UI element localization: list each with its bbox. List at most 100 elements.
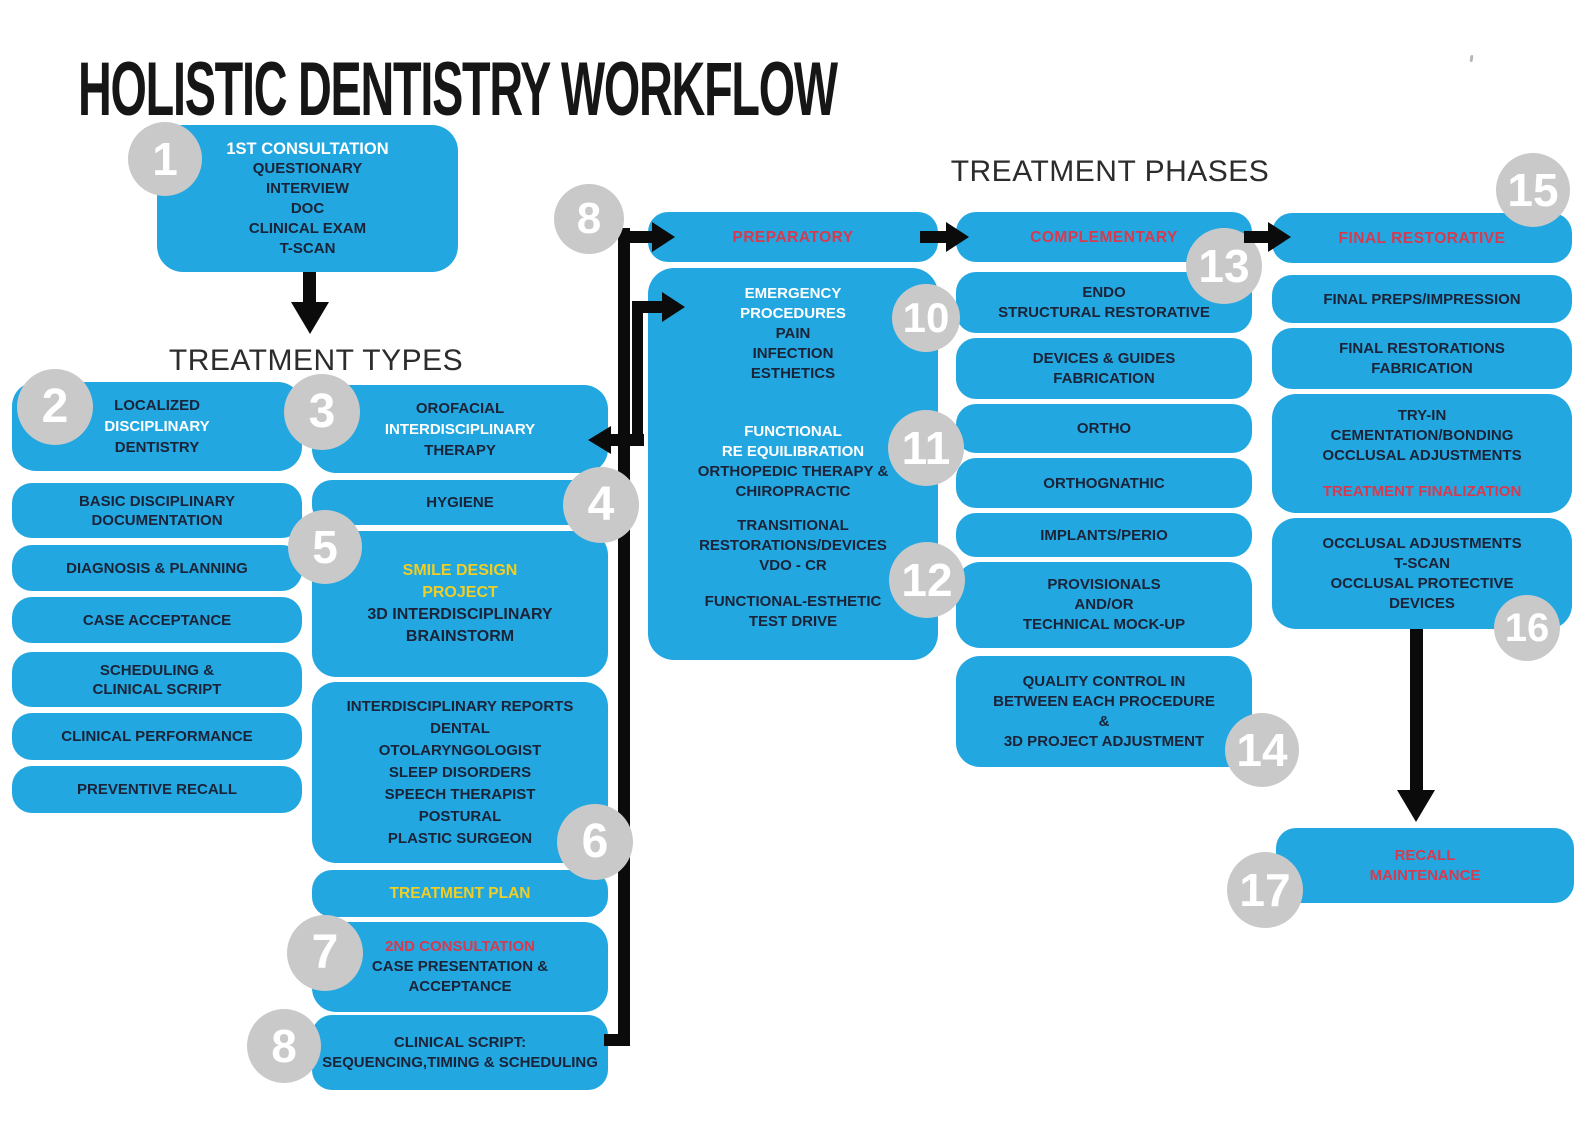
preventive-recall-box: PREVENTIVE RECALL bbox=[12, 766, 302, 813]
hygiene-box: HYGIENE bbox=[312, 480, 608, 525]
consultation-to-types-arrow-shaft bbox=[303, 272, 316, 304]
box-line: SEQUENCING,TIMING & SCHEDULING bbox=[322, 1053, 598, 1071]
box-line: OROFACIAL bbox=[415, 399, 505, 417]
step-number: 8 bbox=[576, 194, 602, 243]
quality-control-box: QUALITY CONTROL IN BETWEEN EACH PROCEDUR… bbox=[956, 656, 1252, 767]
box-line: QUALITY CONTROL IN bbox=[1022, 672, 1186, 690]
consultation-to-types-arrowhead bbox=[291, 302, 329, 334]
try-in-cementation-box: TRY-IN CEMENTATION/BONDING OCCLUSAL ADJU… bbox=[1272, 394, 1572, 513]
second-consultation-box: 2ND CONSULTATION CASE PRESENTATION & ACC… bbox=[312, 922, 608, 1012]
box-line: DIAGNOSIS & PLANNING bbox=[66, 559, 248, 577]
box-line: DISCIPLINARY bbox=[104, 418, 210, 435]
box-line: INTERDISCIPLINARY bbox=[384, 420, 536, 438]
loop-to-preparatory-arrow-shaft bbox=[630, 231, 654, 243]
step-number: 5 bbox=[312, 521, 338, 573]
box-line: POSTURAL bbox=[418, 807, 502, 825]
box-line: OCCLUSAL ADJUSTMENTS bbox=[1322, 534, 1522, 552]
final-to-recall-arrow-shaft bbox=[1410, 629, 1423, 792]
box-line: ENDO bbox=[1082, 283, 1126, 301]
step-3-badge: 3 bbox=[284, 374, 360, 450]
step-number: 11 bbox=[901, 422, 951, 474]
box-line: OCCLUSAL ADJUSTMENTS bbox=[1322, 446, 1522, 464]
smile-design-project-box: SMILE DESIGN PROJECT 3D INTERDISCIPLINAR… bbox=[312, 531, 608, 677]
treatment-plan-box: TREATMENT PLAN bbox=[312, 870, 608, 917]
implants-perio-box: IMPLANTS/PERIO bbox=[956, 513, 1252, 557]
first-consultation-box: 1ST CONSULTATION QUESTIONARY INTERVIEW D… bbox=[157, 125, 458, 272]
loop-to-orofacial-arrowhead bbox=[588, 426, 611, 454]
box-line: DEVICES & GUIDES bbox=[1032, 349, 1176, 367]
box-line: FINAL RESTORATIONS bbox=[1339, 339, 1505, 357]
treatment-phases-heading: TREATMENT PHASES bbox=[950, 155, 1270, 188]
box-line: THERAPY bbox=[424, 441, 496, 459]
step-4-badge: 4 bbox=[563, 467, 639, 543]
preparatory-phase-box: EMERGENCY PROCEDURES PAIN INFECTION ESTH… bbox=[648, 268, 938, 660]
box-line: ORTHOPEDIC THERAPY & bbox=[697, 463, 889, 480]
box-line: STRUCTURAL RESTORATIVE bbox=[998, 303, 1210, 321]
box-line: 2ND CONSULTATION bbox=[385, 938, 535, 955]
box-line: INFECTION bbox=[752, 345, 834, 362]
box-line: EMERGENCY bbox=[744, 285, 842, 302]
box-line: RE EQUILIBRATION bbox=[721, 443, 865, 460]
box-line: VDO - CR bbox=[759, 557, 827, 574]
step-16-badge: 16 bbox=[1494, 595, 1560, 661]
clinical-script-loop-trunk-line bbox=[618, 228, 630, 1046]
step-15-badge: 15 bbox=[1496, 153, 1570, 227]
final-restorations-fabrication-box: FINAL RESTORATIONS FABRICATION bbox=[1272, 328, 1572, 389]
box-line: QUESTIONARY bbox=[252, 159, 363, 177]
clinical-script-sequencing-box: CLINICAL SCRIPT: SEQUENCING,TIMING & SCH… bbox=[312, 1015, 608, 1090]
box-line: CASE PRESENTATION & bbox=[371, 958, 549, 975]
step-number: 8 bbox=[271, 1020, 297, 1072]
orofacial-interdisciplinary-therapy-box: OROFACIAL INTERDISCIPLINARY THERAPY bbox=[312, 385, 608, 473]
box-line: MAINTENANCE bbox=[1369, 866, 1481, 884]
orthognathic-box: ORTHOGNATHIC bbox=[956, 458, 1252, 508]
box-line: DENTAL bbox=[430, 719, 490, 737]
phase-header-label: COMPLEMENTARY bbox=[1030, 228, 1178, 246]
loop-to-preparatory-arrowhead bbox=[652, 222, 675, 252]
basic-disciplinary-documentation-box: BASIC DISCIPLINARY DOCUMENTATION bbox=[12, 483, 302, 538]
box-line: PREVENTIVE RECALL bbox=[76, 781, 238, 798]
step-12-badge: 12 bbox=[889, 542, 965, 618]
box-line: PAIN bbox=[775, 325, 811, 342]
box-line: OCCLUSAL PROTECTIVE bbox=[1330, 574, 1514, 592]
box-line: ORTHOGNATHIC bbox=[1043, 474, 1165, 492]
phase-header-label: FINAL RESTORATIVE bbox=[1338, 229, 1506, 247]
preparatory-to-complementary-arrowhead bbox=[946, 222, 969, 252]
loop-to-emergency-arrowhead bbox=[662, 292, 685, 322]
treatment-finalization-label: TREATMENT FINALIZATION bbox=[1322, 482, 1522, 500]
box-line: BASIC DISCIPLINARY bbox=[78, 492, 236, 510]
step-number: 13 bbox=[1198, 240, 1250, 292]
recall-maintenance-box: RECALL MAINTENANCE bbox=[1276, 828, 1574, 903]
box-line: CASE ACCEPTANCE bbox=[82, 611, 232, 629]
step-number: 16 bbox=[1504, 606, 1550, 650]
step-10-badge: 10 bbox=[892, 284, 960, 352]
box-line: SCHEDULING & bbox=[99, 661, 215, 679]
loop-to-emergency-arrow-shaft bbox=[638, 301, 664, 313]
step-1-badge: 1 bbox=[128, 122, 202, 196]
box-line: LOCALIZED bbox=[114, 397, 200, 414]
box-line: PLASTIC SURGEON bbox=[387, 829, 533, 847]
box-line: TRANSITIONAL bbox=[737, 517, 849, 534]
step-number: 15 bbox=[1507, 164, 1559, 216]
box-line: T-SCAN bbox=[279, 239, 336, 257]
page-title: HOLISTIC DENTISTRY WORKFLOW bbox=[78, 47, 838, 132]
diagnosis-planning-box: DIAGNOSIS & PLANNING bbox=[12, 545, 302, 591]
box-line: ORTHO bbox=[1076, 420, 1132, 437]
box-line: RESTORATIONS/DEVICES bbox=[699, 537, 887, 554]
box-line: DOCUMENTATION bbox=[91, 511, 223, 529]
box-line: TRY-IN bbox=[1397, 406, 1447, 424]
final-to-recall-arrowhead bbox=[1397, 790, 1435, 822]
box-line: FABRICATION bbox=[1053, 369, 1155, 387]
step-14-badge: 14 bbox=[1225, 713, 1299, 787]
box-line: DENTISTRY bbox=[114, 439, 200, 456]
box-line: CHIROPRACTIC bbox=[735, 483, 851, 500]
devices-guides-fabrication-box: DEVICES & GUIDES FABRICATION bbox=[956, 338, 1252, 399]
step-7-badge: 7 bbox=[287, 915, 363, 991]
box-line: FUNCTIONAL-ESTHETIC bbox=[704, 593, 882, 610]
box-line: CLINICAL SCRIPT: bbox=[393, 1033, 527, 1051]
step-11-badge: 11 bbox=[888, 410, 964, 486]
step-number: 6 bbox=[581, 815, 609, 868]
provisionals-mockup-box: PROVISIONALS AND/OR TECHNICAL MOCK-UP bbox=[956, 562, 1252, 648]
box-line: 3D PROJECT ADJUSTMENT bbox=[1003, 732, 1205, 750]
box-line: SLEEP DISORDERS bbox=[388, 763, 532, 781]
